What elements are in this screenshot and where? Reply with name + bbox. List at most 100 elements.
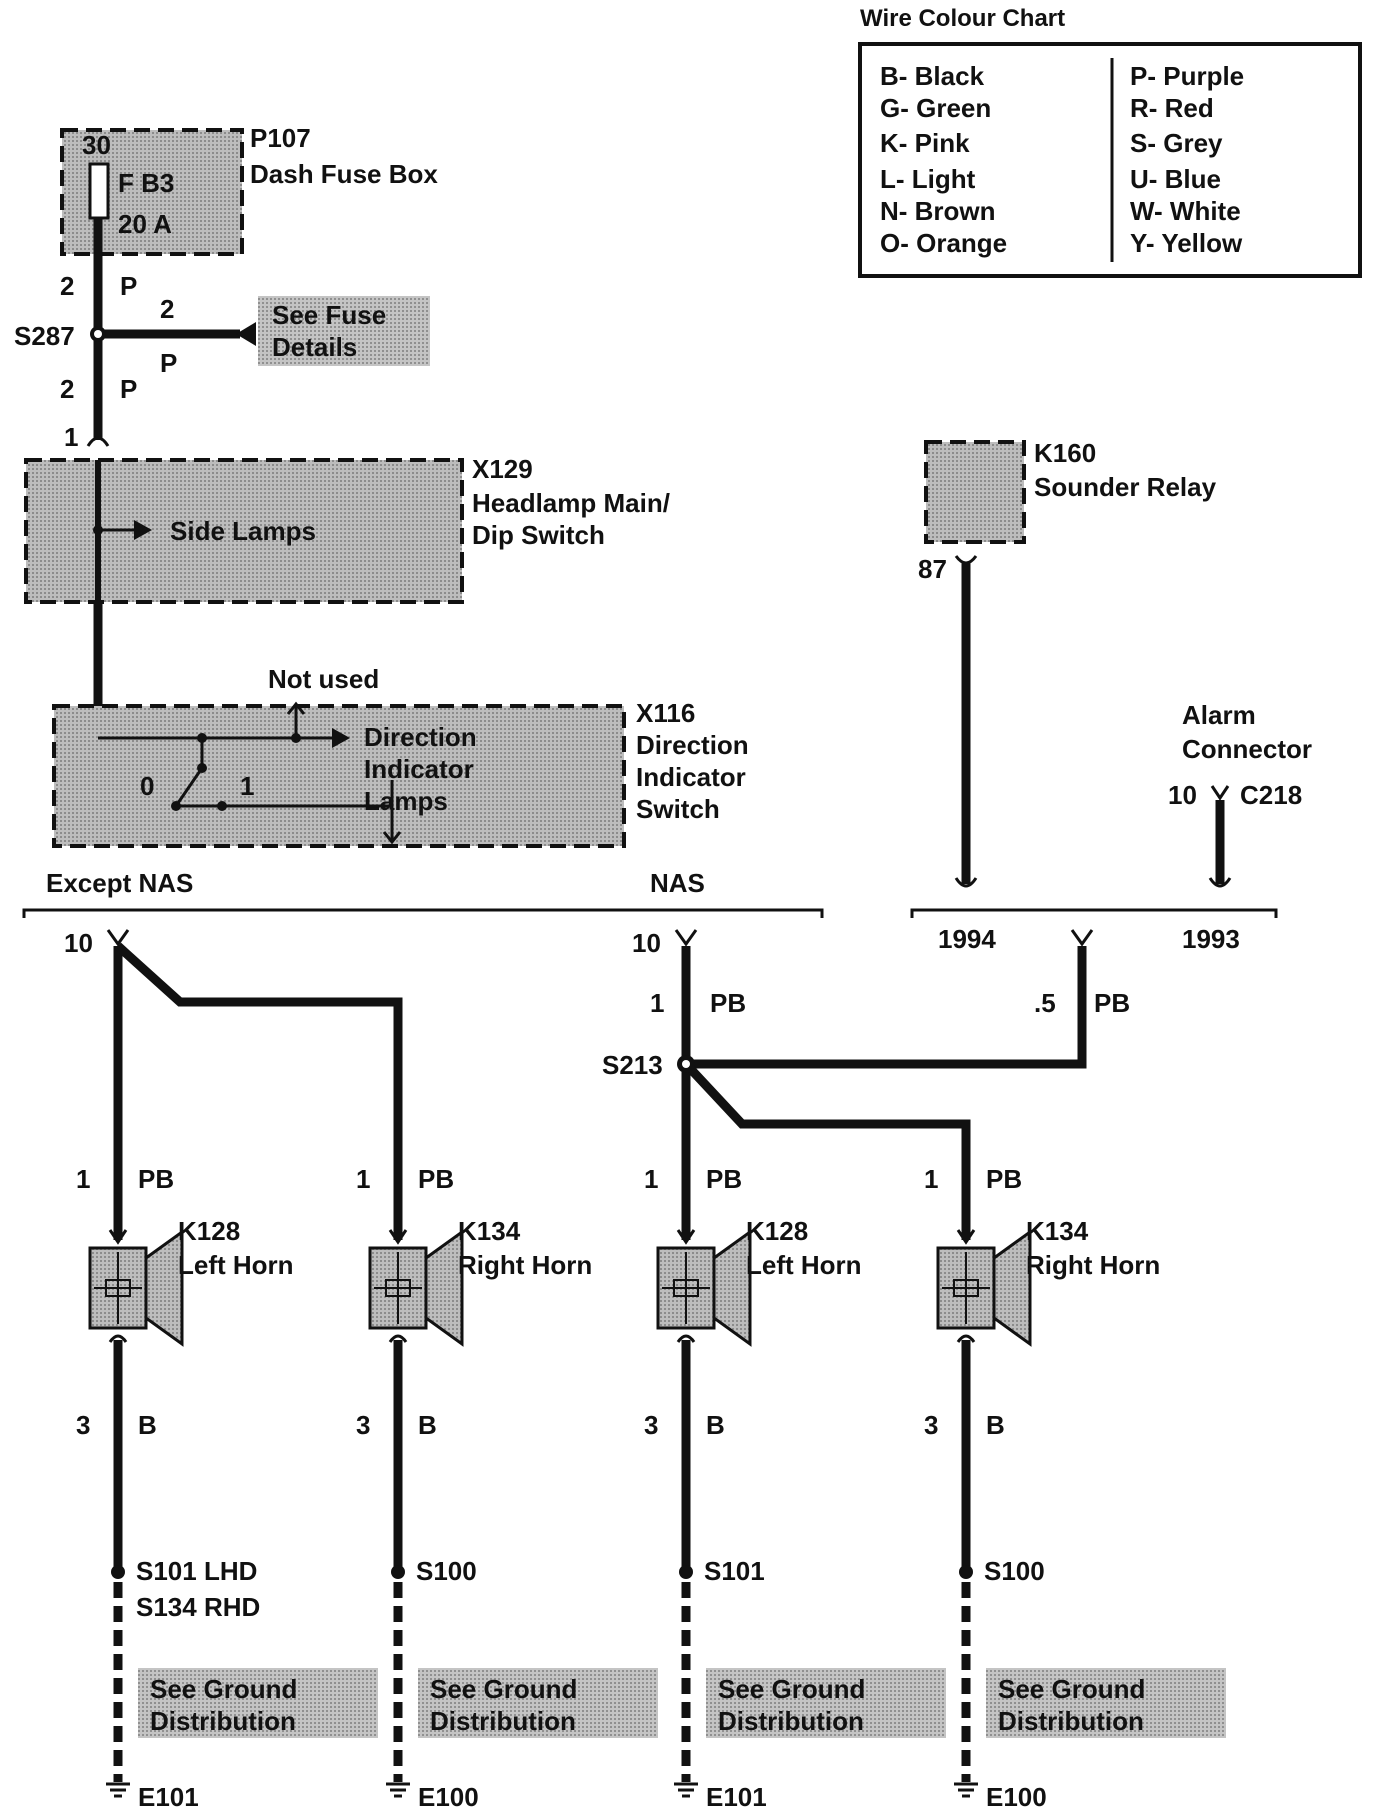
note-text: Distribution	[998, 1706, 1144, 1736]
component-id: K128	[178, 1216, 240, 1246]
connector-pin	[674, 929, 698, 947]
wire-colour: PB	[138, 1164, 174, 1194]
wire-gauge: 1	[76, 1164, 90, 1194]
note-text: See Ground	[430, 1674, 577, 1704]
note-text: See Ground	[150, 1674, 297, 1704]
switch-node	[197, 733, 207, 743]
switch-lever	[174, 767, 204, 807]
wire-gauge: 2	[60, 271, 74, 301]
connector-pin	[954, 877, 978, 888]
nas-wiring: 10 1 PB .5 PB S213	[602, 928, 1130, 1240]
bracket-years	[910, 908, 1278, 918]
connector-pin	[388, 1334, 408, 1343]
horn-bell	[144, 1229, 184, 1347]
colour-code: B- Black	[880, 61, 985, 91]
wire-colour: PB	[986, 1164, 1022, 1194]
wire-gauge: 1	[650, 988, 664, 1018]
wire-colour: P	[160, 348, 177, 378]
note-box	[258, 296, 430, 366]
wire-gauge: .5	[1034, 988, 1056, 1018]
splice-id: S287	[14, 321, 75, 351]
section-brackets: Except NAS NAS 1994 1993	[22, 868, 1278, 954]
note-text: See Ground	[718, 1674, 865, 1704]
fuse-id: F B3	[118, 168, 174, 198]
chart-frame	[858, 42, 1362, 278]
wire-gauge: 1	[644, 1164, 658, 1194]
connector-id: C218	[1240, 780, 1302, 810]
component-name: Left Horn	[178, 1250, 294, 1280]
component-name: Left Horn	[746, 1250, 862, 1280]
splice-id: S100	[984, 1556, 1045, 1586]
year-label: 1994	[938, 924, 996, 954]
wire-colour: B	[706, 1410, 725, 1440]
wire-colour: B	[138, 1410, 157, 1440]
note-box	[418, 1668, 658, 1738]
colour-code: K- Pink	[880, 128, 970, 158]
note-text: See Ground	[998, 1674, 1145, 1704]
wire-colour: PB	[706, 1164, 742, 1194]
connector-pin	[676, 1229, 696, 1245]
section-label: NAS	[650, 868, 705, 898]
component-id: P107	[250, 123, 311, 153]
switch-outline	[52, 704, 626, 848]
component-name: Dash Fuse Box	[250, 159, 438, 189]
switch-position: 0	[140, 771, 154, 801]
ground-id: E101	[138, 1782, 199, 1812]
note-text: Distribution	[150, 1706, 296, 1736]
component-id: X116	[636, 698, 695, 728]
section-label: Except NAS	[46, 868, 193, 898]
note-text: Distribution	[718, 1706, 864, 1736]
wire-right-horn	[114, 942, 403, 1240]
colour-code: O- Orange	[880, 228, 1007, 258]
wire-nas-right-horn	[682, 1060, 971, 1240]
horn-coil	[385, 1279, 411, 1297]
wire-gauge: 1	[924, 1164, 938, 1194]
component-id: K134	[1026, 1216, 1089, 1246]
pin-number: 1	[64, 422, 78, 452]
connector-pin	[1210, 785, 1230, 801]
connector-pin	[86, 436, 110, 447]
switch-function: Indicator	[364, 754, 474, 784]
component-id: K128	[746, 1216, 808, 1246]
wire-colour: B	[418, 1410, 437, 1440]
switch-position: 1	[240, 771, 254, 801]
pin-number: 10	[1168, 780, 1197, 810]
not-used-tick	[286, 701, 306, 715]
switch-function: Lamps	[364, 786, 448, 816]
fuse-pin: 30	[82, 130, 111, 160]
note-text: Distribution	[430, 1706, 576, 1736]
fuse-symbol	[88, 162, 110, 220]
ground-id: E101	[706, 1782, 767, 1812]
wire-colour: P	[120, 374, 137, 404]
component-name: Direction	[636, 730, 749, 760]
connector-pin	[954, 555, 978, 565]
direction-switch-x116: Not used 0 1 Direction Indicator Lamps X…	[52, 664, 749, 848]
colour-code: N- Brown	[880, 196, 996, 226]
horn-bell	[424, 1229, 464, 1347]
note-text: Details	[272, 332, 357, 362]
splice-id: S101	[704, 1556, 765, 1586]
splice-node	[391, 1565, 405, 1579]
note-box	[986, 1668, 1226, 1738]
wire-colour: PB	[1094, 988, 1130, 1018]
component-name: Dip Switch	[472, 520, 605, 550]
splice-s287-labels: 2 P 2 P S287 2 P See Fuse Details	[14, 271, 430, 404]
colour-code: G- Green	[880, 93, 991, 123]
wire-gauge: 3	[644, 1410, 658, 1440]
wire-colour: PB	[710, 988, 746, 1018]
switch-tick	[382, 831, 402, 845]
switch-function: Direction	[364, 722, 477, 752]
wire-colour: P	[120, 271, 137, 301]
component-name: Sounder Relay	[1034, 472, 1217, 502]
connector-pin	[388, 1229, 408, 1245]
component-name: Switch	[636, 794, 720, 824]
horn-bell	[992, 1229, 1032, 1347]
component-id: K134	[458, 1216, 521, 1246]
sounder-relay-k160: K160 Sounder Relay 87	[918, 438, 1217, 888]
wire-gauge: 2	[160, 294, 174, 324]
connector-name: Connector	[1182, 734, 1312, 764]
component-name: Right Horn	[458, 1250, 592, 1280]
switch-arrow	[134, 520, 152, 540]
fuse-box-p107: 30 F B3 20 A P107 Dash Fuse Box	[60, 123, 438, 256]
